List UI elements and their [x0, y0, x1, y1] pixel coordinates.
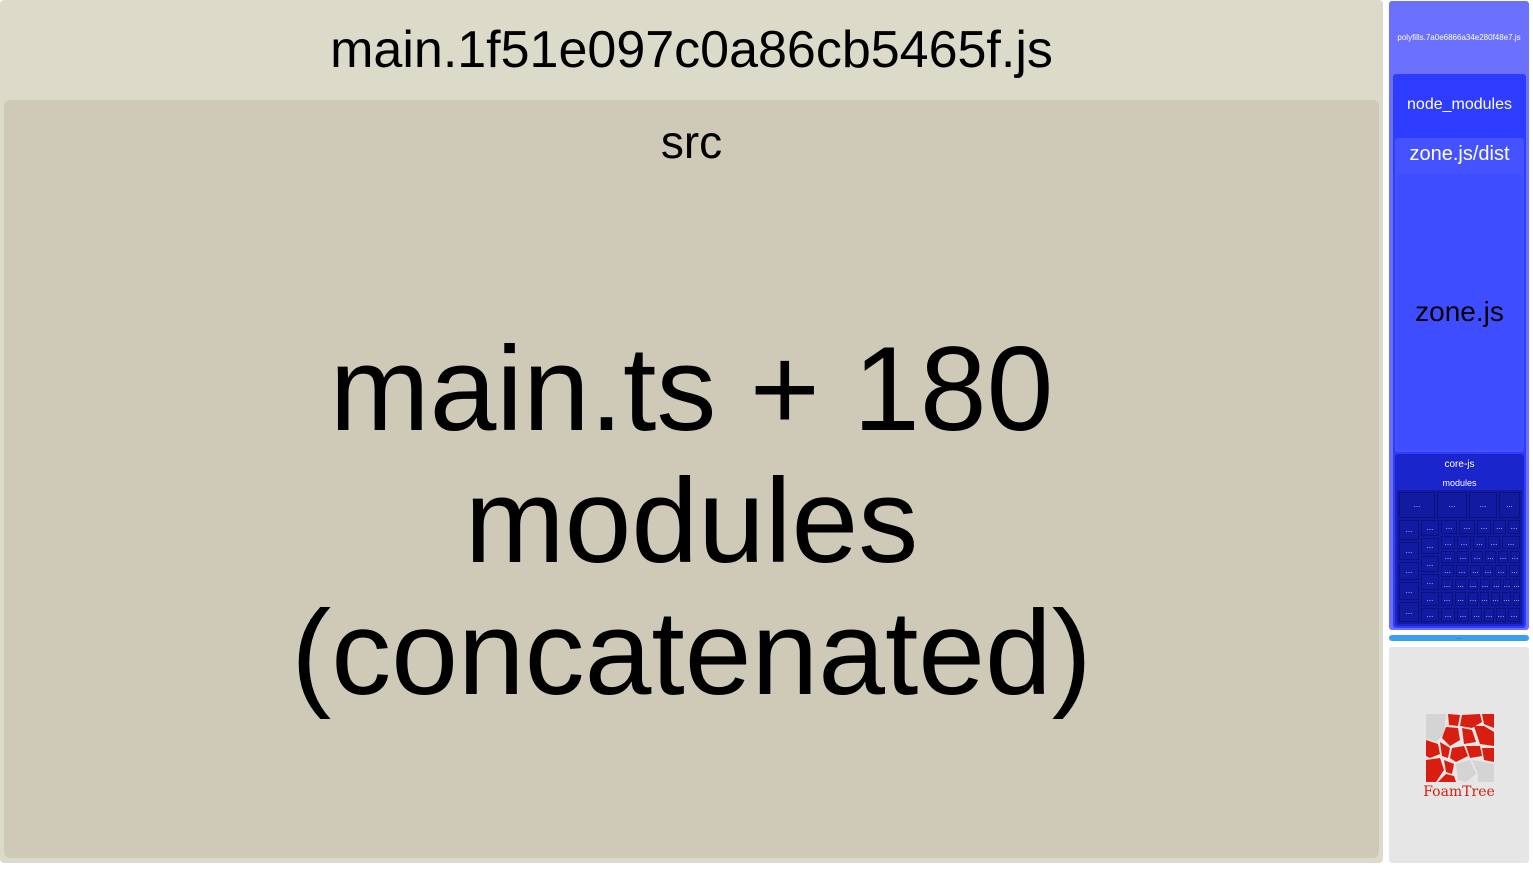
module-cell[interactable]: ... — [1498, 551, 1508, 563]
module-cell[interactable]: ... — [1468, 579, 1478, 590]
module-cell[interactable]: ... — [1513, 592, 1520, 606]
small-module-strip[interactable] — [1389, 635, 1529, 641]
module-cell[interactable]: ... — [1493, 520, 1506, 534]
main-ts-label-line-3: (concatenated) — [291, 586, 1092, 720]
module-cell[interactable]: ... — [1496, 608, 1506, 622]
module-cell[interactable]: ... — [1473, 536, 1486, 549]
module-cell[interactable]: ... — [1513, 579, 1520, 590]
module-cell[interactable]: ... — [1502, 592, 1511, 606]
module-cell[interactable]: ... — [1480, 579, 1490, 590]
module-cell[interactable]: ... — [1510, 551, 1520, 563]
module-cell[interactable]: ... — [1456, 565, 1468, 577]
node-modules-label: node_modules — [1407, 96, 1512, 113]
module-cell[interactable]: ... — [1421, 520, 1439, 536]
module-cell[interactable]: ... — [1399, 542, 1419, 560]
main-bundle-label: main.1f51e097c0a86cb5465f.js — [330, 21, 1053, 79]
module-cell[interactable]: ... — [1441, 565, 1454, 577]
module-cell[interactable]: ... — [1484, 608, 1494, 622]
module-cell[interactable]: ... — [1437, 492, 1467, 518]
foamtree-logo-icon — [1426, 714, 1494, 782]
small-module-strip-label: ... — [1456, 633, 1462, 641]
module-cell[interactable]: ... — [1488, 536, 1500, 549]
module-cell[interactable]: ... — [1477, 520, 1491, 534]
module-cell[interactable]: ... — [1485, 551, 1496, 563]
module-cell[interactable]: ... — [1441, 536, 1455, 549]
src-group-label: src — [660, 116, 723, 168]
main-ts-module-label: main.ts + 180 modules (concatenated) — [6, 186, 1377, 856]
module-cell[interactable]: ... — [1421, 538, 1439, 554]
module-cell[interactable]: ... — [1399, 520, 1419, 540]
main-ts-label-line-2: modules — [464, 454, 919, 588]
module-cell[interactable]: ... — [1470, 565, 1481, 577]
module-cell[interactable]: ... — [1421, 574, 1439, 590]
module-cell[interactable]: ... — [1457, 608, 1469, 622]
module-cell[interactable]: ... — [1441, 520, 1457, 534]
module-cell[interactable]: ... — [1457, 551, 1469, 563]
module-cell[interactable]: ... — [1441, 592, 1453, 606]
main-ts-module-cell[interactable] — [6, 186, 1377, 856]
module-cell[interactable]: ... — [1399, 602, 1419, 622]
module-cell[interactable]: ... — [1455, 579, 1466, 590]
module-cell[interactable]: ... — [1441, 551, 1455, 563]
main-ts-label-line-1: main.ts + 180 — [329, 322, 1054, 456]
module-cell[interactable]: ... — [1502, 536, 1520, 549]
module-cell[interactable]: ... — [1492, 579, 1501, 590]
polyfills-bundle-label: polyfills.7a0e6866a34e280f48e7.js — [1397, 32, 1521, 42]
module-cell[interactable]: ... — [1457, 536, 1471, 549]
core-js-label: core-js — [1444, 458, 1475, 470]
module-cell[interactable]: ... — [1469, 492, 1497, 518]
module-cell[interactable]: ... — [1421, 592, 1439, 606]
module-cell[interactable]: ... — [1509, 565, 1520, 577]
module-cell[interactable]: ... — [1421, 556, 1439, 572]
core-js-modules-cell[interactable]: ... ... ... ... ... ... ... ... ... ... … — [1397, 490, 1522, 624]
module-cell[interactable]: ... — [1455, 592, 1466, 606]
module-cell[interactable]: ... — [1503, 579, 1511, 590]
module-cell[interactable]: ... — [1508, 520, 1520, 534]
module-cell[interactable]: ... — [1471, 551, 1483, 563]
module-cell[interactable]: ... — [1399, 562, 1419, 580]
module-cell[interactable]: ... — [1399, 492, 1435, 518]
module-cell[interactable]: ... — [1468, 592, 1478, 606]
core-js-modules-label: modules — [1442, 478, 1477, 488]
foamtree-logo-text: FoamTree — [1423, 784, 1495, 800]
module-cell[interactable]: ... — [1480, 592, 1489, 606]
module-cell[interactable]: ... — [1495, 565, 1507, 577]
module-cell[interactable]: ... — [1399, 582, 1419, 600]
zone-js-module-cell[interactable] — [1397, 174, 1522, 450]
module-cell[interactable]: ... — [1491, 592, 1500, 606]
module-cell[interactable]: ... — [1441, 608, 1455, 622]
module-cell[interactable]: ... — [1459, 520, 1475, 534]
module-cell[interactable]: ... — [1441, 579, 1453, 590]
module-cell[interactable]: ... — [1499, 492, 1520, 518]
module-cell[interactable]: ... — [1508, 608, 1520, 622]
zone-js-module-label: zone.js — [1415, 296, 1504, 327]
zone-dist-label: zone.js/dist — [1409, 142, 1510, 165]
module-cell[interactable]: ... — [1421, 608, 1439, 622]
module-cell[interactable]: ... — [1471, 608, 1482, 622]
module-cell[interactable]: ... — [1483, 565, 1493, 577]
